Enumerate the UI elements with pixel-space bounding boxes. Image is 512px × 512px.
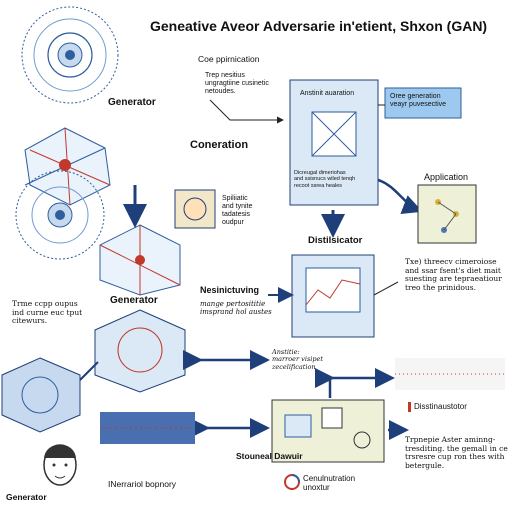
label-cenulnutration: Cenulnutration unoxtur bbox=[303, 474, 356, 493]
left-mid-note: Trme ccpp oupus ind curne euc tput citew… bbox=[12, 299, 83, 326]
top-note-body: Trep nesitius ungragtiine cusinetic neto… bbox=[205, 72, 269, 96]
label-generator-2: Generator bbox=[110, 295, 158, 306]
spiliiatic-text: Spiliiatic and tynite tadatesis oudpur bbox=[222, 195, 253, 227]
label-application: Application bbox=[424, 172, 469, 182]
oree-box bbox=[384, 87, 462, 119]
bottom-right-note: Trpnepie Aster aminng- tresditing. the g… bbox=[405, 435, 508, 470]
label-nesinictuving: Nesinictuving bbox=[200, 285, 260, 295]
face-icon bbox=[43, 444, 77, 486]
right-mid-note: Txe) threecv cimeroiose and ssar fsent's… bbox=[405, 257, 502, 292]
label-coneration: Coneration bbox=[190, 139, 249, 151]
distribution-strip bbox=[395, 358, 505, 390]
label-nerrariol-bopnory: INerrariol bopnory bbox=[108, 479, 177, 489]
application-box bbox=[417, 184, 477, 244]
ring-network-mid-icon bbox=[15, 170, 105, 260]
generator-network-1-icon bbox=[24, 127, 111, 206]
anstinit-title: Anstinit auaration bbox=[300, 90, 355, 97]
head-scan-icon bbox=[174, 189, 216, 229]
label-stouneal-dawuir: Stouneal Dawuir bbox=[236, 451, 303, 461]
hex-network-upper-icon bbox=[94, 309, 186, 393]
page-title: Geneative Aveor Adversarie in'etient, Sh… bbox=[150, 18, 488, 34]
ring-network-top-icon bbox=[21, 6, 119, 104]
label-disstinaustotor: Disstinaustotor bbox=[414, 402, 467, 411]
circle-arrows-icon bbox=[284, 474, 300, 490]
generator-network-2-icon bbox=[99, 224, 181, 296]
anstinit-caption: Dicreugal dimeriohas and ssisnucs wiled … bbox=[294, 170, 356, 189]
label-distilsicator: Distilsicator bbox=[308, 235, 363, 246]
anstitie-note: Anstitie: marroer visipet zecelification bbox=[272, 348, 323, 371]
label-generator-1: Generator bbox=[108, 97, 156, 108]
hex-network-lower-icon bbox=[1, 357, 81, 433]
mange-note: mange pertosititie imsprand hol austes bbox=[200, 300, 272, 317]
oree-box-text: Oree generation veayr puvesective bbox=[390, 93, 447, 109]
label-generator-3: Generator bbox=[6, 492, 47, 502]
top-note-heading: Coe ppirnication bbox=[198, 54, 260, 64]
